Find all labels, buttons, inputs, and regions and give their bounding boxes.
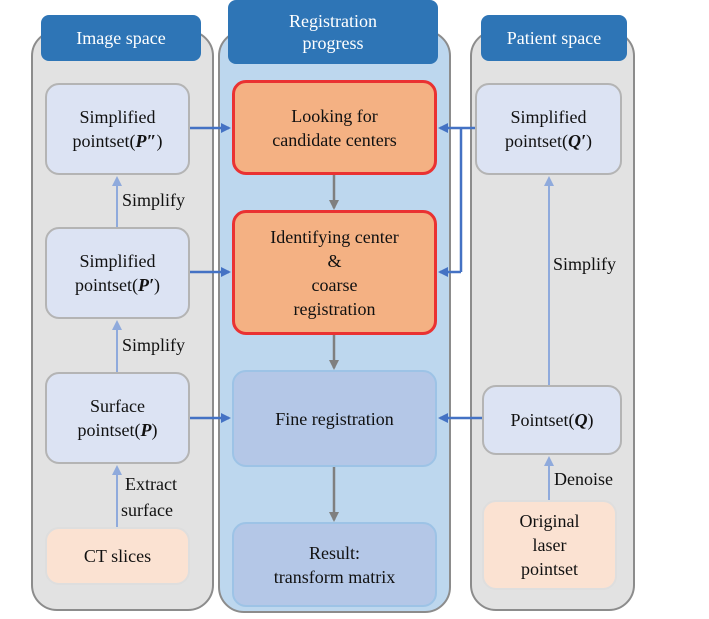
box-label-line: candidate centers <box>272 129 397 150</box>
pointset-symbol: Q <box>574 410 588 430</box>
original-laser-pointset-box: Original laser pointset <box>482 500 617 590</box>
box-label-line: transform matrix <box>273 566 396 587</box>
pointset-suffix: ) <box>154 275 161 295</box>
patient-space-header: Patient space <box>481 15 627 61</box>
box-label-line: Fine registration <box>275 408 394 429</box>
pointset-suffix: ) <box>156 131 163 151</box>
looking-for-candidate-centers-box: Looking for candidate centers <box>232 80 437 175</box>
pointset-symbol: P <box>140 420 152 440</box>
pointset-prefix: pointset( <box>77 420 141 440</box>
box-label-line: Result: <box>308 542 360 563</box>
pointset-symbol: P′ <box>137 275 155 295</box>
box-label-line: Identifying center <box>270 226 399 247</box>
box-label-line: Simplified <box>510 107 587 127</box>
registration-progress-title-line-1: Registration <box>289 11 377 31</box>
simplify-label-lower: Simplify <box>122 335 186 355</box>
box-label-line: & <box>327 250 342 271</box>
pointset-suffix: ) <box>586 131 593 151</box>
registration-progress-title-line-2: progress <box>302 33 364 53</box>
result-transform-matrix-box: Result: transform matrix <box>232 522 437 607</box>
box-label-line: pointset(P′) <box>75 273 160 297</box>
box-label-line: Simplified <box>79 107 156 127</box>
box-label-line: Simplified <box>79 251 156 271</box>
extract-surface-label-line-2: surface <box>121 500 173 520</box>
box-label-line: CT slices <box>83 546 152 566</box>
image-space-title: Image space <box>76 28 166 48</box>
pointset-symbol: P″ <box>135 131 157 151</box>
fine-registration-box: Fine registration <box>232 370 437 467</box>
pointset-prefix: pointset( <box>74 275 138 295</box>
simplified-pointset-p-prime-box: Simplified pointset(P′) <box>45 227 190 319</box>
simplified-pointset-q-prime-box: Simplified pointset(Q′) <box>475 83 622 175</box>
image-space-header: Image space <box>41 15 201 61</box>
simplified-pointset-p-double-prime-box: Simplified pointset(P″) <box>45 83 190 175</box>
surface-pointset-p-box: Surface pointset(P) <box>45 372 190 464</box>
box-label-line: pointset(Q′) <box>505 129 592 153</box>
simplify-label-patient: Simplify <box>553 254 617 274</box>
identifying-center-coarse-registration-box: Identifying center & coarse registration <box>232 210 437 335</box>
extract-surface-label-line-1: Extract <box>125 474 177 494</box>
pointset-prefix: Pointset( <box>510 410 575 430</box>
simplify-label-upper: Simplify <box>122 190 186 210</box>
pointset-suffix: ) <box>151 420 158 440</box>
box-label-line: Looking for <box>291 105 378 126</box>
box-label-line: laser <box>532 535 567 555</box>
box-label-line: pointset(P) <box>78 418 158 442</box>
box-label-line: Original <box>519 511 580 531</box>
pointset-symbol: Q′ <box>567 131 587 151</box>
registration-progress-header: Registration progress <box>228 0 438 64</box>
pointset-prefix: pointset( <box>72 131 136 151</box>
pointset-prefix: pointset( <box>504 131 568 151</box>
box-label-line: coarse <box>311 274 358 295</box>
pointset-suffix: ) <box>587 410 594 430</box>
box-label-line: pointset(P″) <box>73 129 163 153</box>
pointset-q-box: Pointset(Q) <box>482 385 622 455</box>
ct-slices-box: CT slices <box>45 527 190 585</box>
box-label-line: pointset <box>521 559 578 579</box>
patient-space-title: Patient space <box>506 28 602 48</box>
denoise-label: Denoise <box>554 469 613 489</box>
box-label-line: Surface <box>90 396 145 416</box>
box-label-line: registration <box>293 298 376 319</box>
box-label-line: Pointset(Q) <box>510 408 593 432</box>
